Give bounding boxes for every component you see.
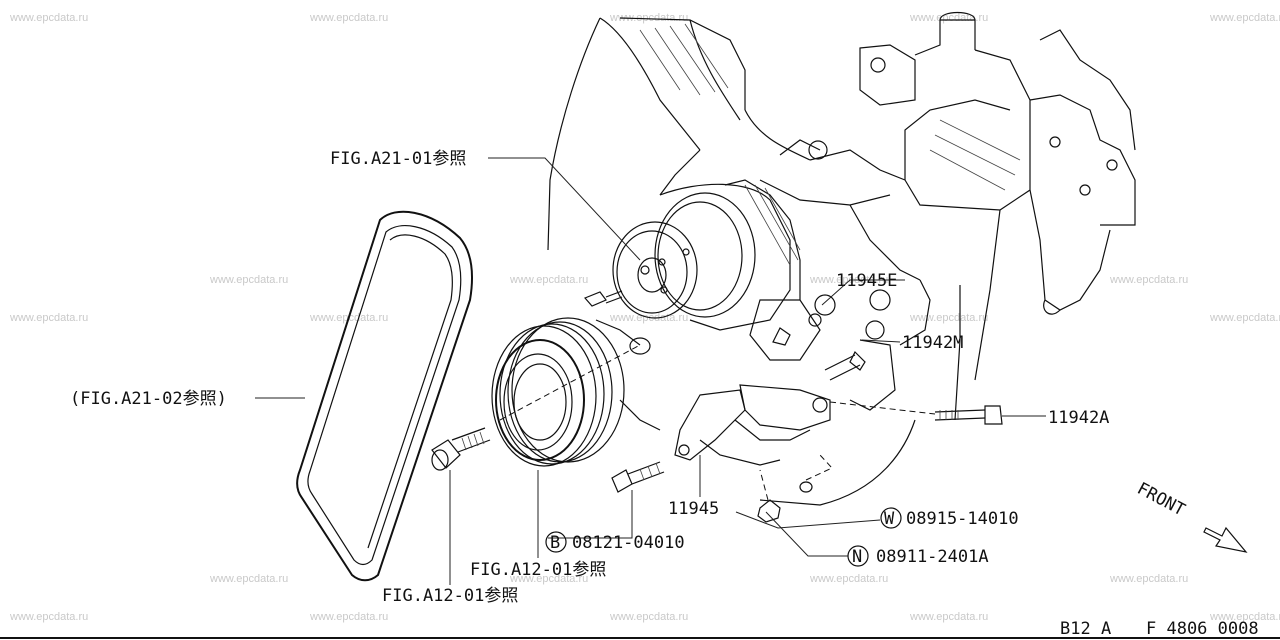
label-part-11945e: 11945E — [836, 271, 897, 291]
figure-code: F 4806 0008 — [1146, 619, 1259, 639]
label-fig-a21-01: FIG.A21-01参照 — [330, 149, 466, 169]
fasteners — [431, 350, 1003, 523]
label-b-letter: B — [550, 533, 560, 553]
label-part-08911-2401a: 08911-2401A — [876, 547, 989, 567]
leader-lines — [255, 157, 1046, 585]
watermark: www.epcdata.ru — [9, 312, 88, 324]
label-n-letter: N — [852, 547, 862, 567]
section-code: B12 A — [1060, 619, 1111, 639]
label-fig-a12-01-bottom: FIG.A12-01参照 — [382, 586, 518, 606]
watermark: www.epcdata.ru — [209, 573, 288, 585]
callout-labels: FIG.A21-01参照 11945E 11942M (FIG.A21-02参照… — [70, 149, 1109, 606]
footer: B12 A F 4806 0008 — [0, 619, 1280, 639]
label-fig-a12-01-lower: FIG.A12-01参照 — [470, 560, 606, 580]
label-part-11942a: 11942A — [1048, 408, 1109, 428]
watermark: www.epcdata.ru — [1209, 12, 1280, 24]
watermark-layer: www.epcdata.ru www.epcdata.ru www.epcdat… — [9, 12, 1280, 623]
watermark: www.epcdata.ru — [609, 12, 688, 24]
watermark: www.epcdata.ru — [1209, 312, 1280, 324]
watermark: www.epcdata.ru — [9, 611, 88, 623]
watermark: www.epcdata.ru — [1109, 274, 1188, 286]
arrow-down-right-icon — [1203, 526, 1248, 553]
front-label: FRONT — [1134, 479, 1189, 521]
label-part-08915-14010: 08915-14010 — [906, 509, 1019, 529]
n-marker-icon — [847, 545, 869, 567]
watermark: www.epcdata.ru — [309, 611, 388, 623]
drive-belt — [296, 210, 473, 582]
watermark: www.epcdata.ru — [509, 274, 588, 286]
label-part-08121-04010: 08121-04010 — [572, 533, 685, 553]
engine-block-drawing — [547, 11, 1136, 506]
watermark: www.epcdata.ru — [209, 274, 288, 286]
watermark: www.epcdata.ru — [909, 12, 988, 24]
label-w-letter: W — [884, 509, 895, 529]
b-marker-icon — [545, 531, 567, 553]
watermark: www.epcdata.ru — [809, 573, 888, 585]
label-part-11945: 11945 — [668, 499, 719, 519]
watermark: www.epcdata.ru — [1109, 573, 1188, 585]
watermark: www.epcdata.ru — [909, 312, 988, 324]
watermark: www.epcdata.ru — [309, 12, 388, 24]
watermark: www.epcdata.ru — [809, 274, 888, 286]
watermark: www.epcdata.ru — [1209, 611, 1280, 623]
crankshaft-pulley — [491, 317, 651, 467]
watermark: www.epcdata.ru — [9, 12, 88, 24]
watermark: www.epcdata.ru — [909, 611, 988, 623]
front-indicator: FRONT — [1134, 479, 1248, 553]
compressor-pulley-assembly — [583, 179, 801, 331]
watermark: www.epcdata.ru — [509, 573, 588, 585]
watermark: www.epcdata.ru — [609, 611, 688, 623]
label-fig-a21-02: (FIG.A21-02参照) — [70, 389, 227, 409]
w-marker-icon — [880, 507, 902, 529]
label-part-11942m: 11942M — [902, 333, 963, 353]
